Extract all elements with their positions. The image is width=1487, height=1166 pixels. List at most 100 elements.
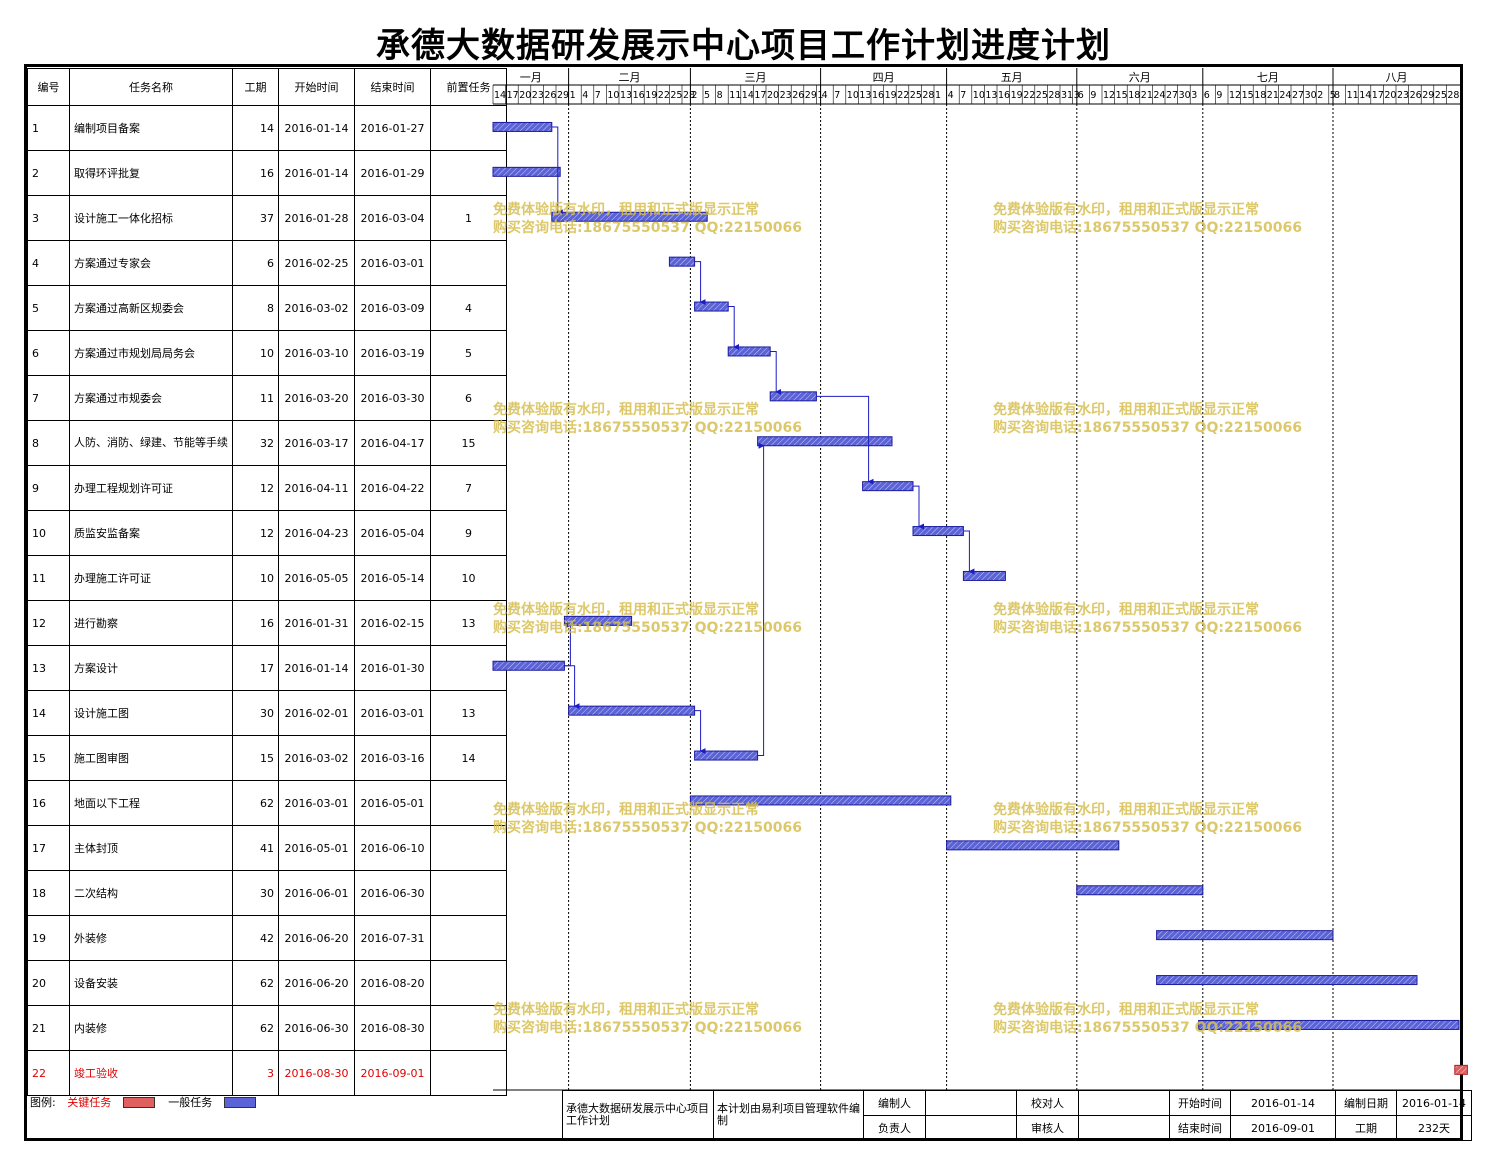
dependency-link [551, 126, 563, 216]
task-id-cell: 18 [27, 870, 70, 916]
task-end-cell: 2016-02-15 [354, 600, 431, 646]
dependency-link [564, 665, 580, 710]
legend-normal-label: 一般任务 [168, 1096, 213, 1109]
task-start-cell: 2016-05-01 [278, 825, 355, 871]
task-start-cell: 2016-02-01 [278, 690, 355, 736]
task-bar [1156, 975, 1418, 986]
day-tick-label: 27 [1292, 90, 1304, 101]
task-predecessor-cell: 1 [430, 195, 507, 241]
task-id-cell: 6 [27, 330, 70, 376]
footer-manager-label: 负责人 [863, 1115, 926, 1141]
task-bar [1076, 885, 1204, 896]
day-tick-label: 4 [822, 90, 828, 101]
day-tick-label: 3 [1191, 90, 1197, 101]
task-id-cell: 13 [27, 645, 70, 691]
day-tick-label: 23 [780, 90, 792, 101]
task-duration-cell: 32 [232, 420, 279, 466]
day-tick-label: 22 [1023, 90, 1035, 101]
day-tick-label: 16 [633, 90, 645, 101]
day-tick-label: 24 [1153, 90, 1165, 101]
task-bar [946, 840, 1120, 851]
task-end-cell: 2016-03-19 [354, 330, 431, 376]
task-name-cell: 质监安监备案 [69, 510, 233, 556]
footer-software-note: 本计划由易利项目管理软件编制 [713, 1090, 864, 1141]
task-bar [563, 615, 633, 626]
task-id-cell: 12 [27, 600, 70, 646]
task-duration-cell: 30 [232, 690, 279, 736]
day-tick-label: 1 [935, 90, 941, 101]
day-tick-label: 24 [1279, 90, 1291, 101]
task-name-cell: 地面以下工程 [69, 780, 233, 826]
month-label: 二月 [619, 71, 641, 84]
day-tick-label: 13 [859, 90, 871, 101]
task-name-cell: 二次结构 [69, 870, 233, 916]
day-tick-label: 28 [1048, 90, 1060, 101]
month-label: 三月 [745, 71, 767, 84]
day-tick-label: 2 [1317, 90, 1323, 101]
task-predecessor-cell: 7 [430, 465, 507, 511]
legend: 图例: 关键任务 一般任务 [30, 1094, 266, 1110]
task-end-cell: 2016-01-29 [354, 150, 431, 196]
day-tick-label: 20 [519, 90, 531, 101]
day-tick-label: 4 [948, 90, 954, 101]
day-tick-label: 22 [658, 90, 670, 101]
task-predecessor-cell: 5 [430, 330, 507, 376]
day-tick-label: 30 [1305, 90, 1317, 101]
critical-task-bar [1454, 1064, 1468, 1075]
task-id-cell: 8 [27, 420, 70, 466]
day-tick-label: 28 [1447, 90, 1459, 101]
day-tick-label: 20 [767, 90, 779, 101]
month-label: 四月 [873, 71, 895, 84]
day-tick-label: 25 [910, 90, 922, 101]
day-tick-label: 20 [1384, 90, 1396, 101]
footer-compiler [925, 1090, 1017, 1116]
task-end-cell: 2016-03-09 [354, 285, 431, 331]
day-tick-label: 26 [792, 90, 804, 101]
footer-start-label: 开始时间 [1169, 1090, 1231, 1116]
footer-project-name: 承德大数据研发展示中心项目工作计划 [562, 1090, 714, 1141]
task-name-cell: 办理工程规划许可证 [69, 465, 233, 511]
day-tick-label: 26 [544, 90, 556, 101]
legend-critical-label: 关键任务 [67, 1096, 112, 1109]
day-tick-label: 6 [1078, 90, 1084, 101]
task-predecessor-cell [430, 780, 507, 826]
task-bar [694, 750, 759, 761]
task-duration-cell: 14 [232, 105, 279, 151]
day-tick-label: 21 [1267, 90, 1279, 101]
task-name-cell: 方案通过市规划局局务会 [69, 330, 233, 376]
dependency-link [694, 710, 706, 755]
task-id-cell: 21 [27, 1005, 70, 1051]
day-tick-label: 14 [742, 90, 754, 101]
day-tick-label: 5 [704, 90, 710, 101]
task-predecessor-cell: 9 [430, 510, 507, 556]
header-predecessor: 前置任务 [430, 68, 507, 106]
task-name-cell: 主体封顶 [69, 825, 233, 871]
footer-date-value: 2016-01-14 [1396, 1090, 1472, 1116]
month-label: 一月 [520, 71, 542, 84]
day-tick-label: 16 [872, 90, 884, 101]
task-bar [862, 481, 914, 492]
day-tick-label: 18 [1128, 90, 1140, 101]
task-start-cell: 2016-02-25 [278, 240, 355, 286]
task-end-cell: 2016-03-01 [354, 690, 431, 736]
footer-manager [925, 1115, 1017, 1141]
day-tick-label: 6 [1204, 90, 1210, 101]
